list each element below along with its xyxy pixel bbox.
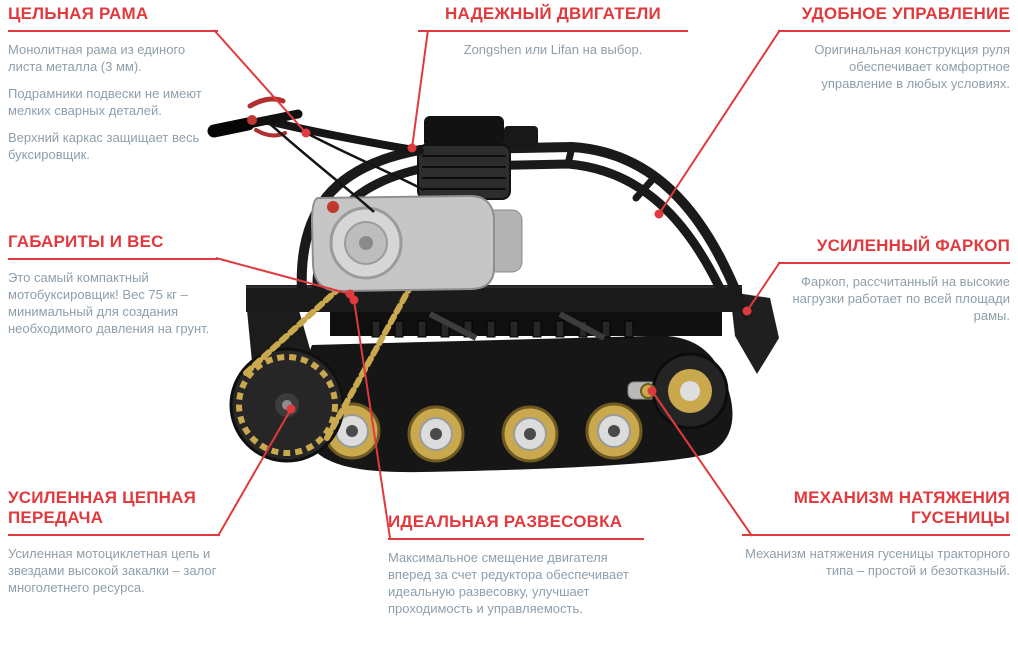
leader-engine [411,29,429,149]
callout-balance-title: ИДЕАЛЬНАЯ РАЗВЕСОВКА [388,512,644,540]
leader-weight [215,257,351,295]
leader-dot-balance [349,295,359,305]
callout-balance-text: Максимальное смещение двигателя вперед з… [388,550,629,616]
leader-chain [217,408,292,537]
callout-engine: НАДЕЖНЫЙ ДВИГАТЕЛИ Zongshen или Lifan на… [418,4,688,68]
leader-dot-engine [407,143,417,153]
callout-engine-text: Zongshen или Lifan на выбор. [463,42,643,57]
callout-frame-title: ЦЕЛЬНАЯ РАМА [8,4,218,32]
callout-chain-title: УСИЛЕННАЯ ЦЕПНАЯ ПЕРЕДАЧА [8,488,220,536]
callout-weight-title: ГАБАРИТЫ И ВЕС [8,232,218,260]
callout-frame: ЦЕЛЬНАЯ РАМА Монолитная рама из единого … [8,4,218,173]
callout-chain: УСИЛЕННАЯ ЦЕПНАЯ ПЕРЕДАЧА Усиленная мото… [8,488,220,606]
engine [310,116,538,293]
leader-dot-hitch [742,306,752,316]
callout-balance: ИДЕАЛЬНАЯ РАЗВЕСОВКА Максимальное смещен… [388,512,644,627]
callout-frame-text-2: Подрамники подвески не имеют мелких свар… [8,86,202,118]
callout-tension: МЕХАНИЗМ НАТЯЖЕНИЯ ГУСЕНИЦЫ Механизм нат… [742,488,1010,589]
leader-control [658,29,781,215]
callout-tension-title: МЕХАНИЗМ НАТЯЖЕНИЯ ГУСЕНИЦЫ [742,488,1010,536]
leader-dot-chain [286,404,296,414]
callout-frame-text-1: Монолитная рама из единого листа металла… [8,42,186,74]
callout-hitch-text: Фаркоп, рассчитанный на высокие нагрузки… [792,274,1010,323]
callout-chain-text: Усиленная мотоциклетная цепь и звездами … [8,546,217,595]
callout-control-text: Оригинальная конструкция руля обеспечива… [814,42,1010,91]
leader-dot-control [654,209,664,219]
leader-dot-frame [301,128,311,138]
callout-weight-text: Это самый компактный мотобуксировщик! Ве… [8,270,210,336]
handlebar [207,96,425,213]
callout-hitch: УСИЛЕННЫЙ ФАРКОП Фаркоп, рассчитанный на… [778,236,1010,334]
leader-hitch [746,261,781,312]
callout-weight: ГАБАРИТЫ И ВЕС Это самый компактный мото… [8,232,218,347]
leader-frame [213,29,307,134]
leader-tension [651,390,753,537]
callout-control-title: УДОБНОЕ УПРАВЛЕНИЕ [778,4,1010,32]
callout-tension-text: Механизм натяжения гусеницы тракторного … [745,546,1010,578]
leader-balance [353,299,391,539]
callout-control: УДОБНОЕ УПРАВЛЕНИЕ Оригинальная конструк… [778,4,1010,102]
callout-frame-text-3: Верхний каркас защищает весь буксировщик… [8,130,200,162]
road-wheels [323,402,643,463]
callout-hitch-title: УСИЛЕННЫЙ ФАРКОП [778,236,1010,264]
callout-engine-title: НАДЕЖНЫЙ ДВИГАТЕЛИ [418,4,688,32]
leader-dot-tension [647,386,657,396]
